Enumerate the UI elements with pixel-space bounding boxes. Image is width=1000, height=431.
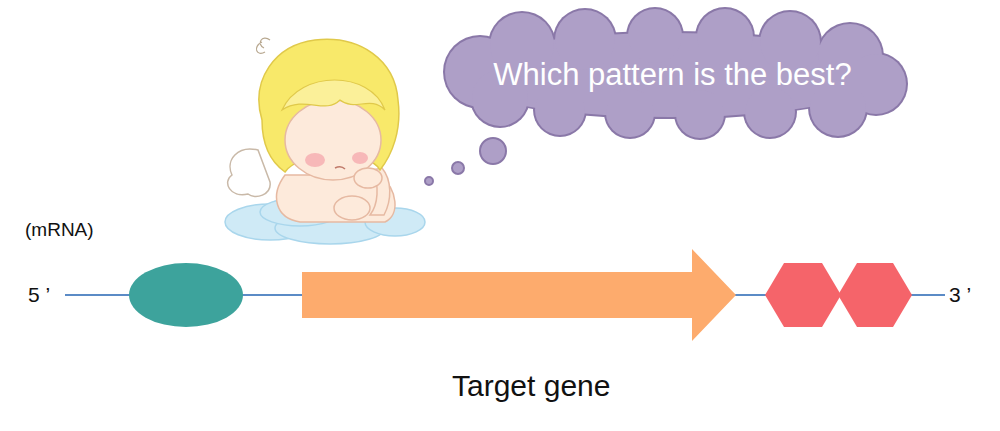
label-holder: 5 ’ (28, 283, 50, 307)
end-label: 5 ’ (28, 283, 50, 306)
cloud-text: Which pattern is the best? (493, 56, 851, 93)
mouth (335, 167, 345, 169)
label-holder: (mRNA) (25, 219, 94, 241)
red-hexagon (838, 263, 912, 327)
molecule-label: (mRNA) (25, 219, 94, 240)
teal-ellipse (129, 263, 243, 327)
hand (354, 168, 382, 188)
wing (228, 149, 271, 196)
cherub-bangs (282, 80, 385, 110)
blush (352, 152, 368, 164)
thought-bubbles (425, 138, 506, 185)
end-label: 3 ’ (949, 283, 971, 306)
thought-cloud-node: Which pattern is the best? (435, 5, 910, 145)
worry-curl (256, 38, 270, 53)
gene-label: Target gene (452, 369, 610, 402)
label-holder: Target gene (452, 369, 610, 403)
gene-arrow (302, 249, 736, 341)
red-hexagon (765, 263, 841, 327)
label-holder: 3 ’ (949, 283, 971, 307)
blush (305, 153, 325, 167)
